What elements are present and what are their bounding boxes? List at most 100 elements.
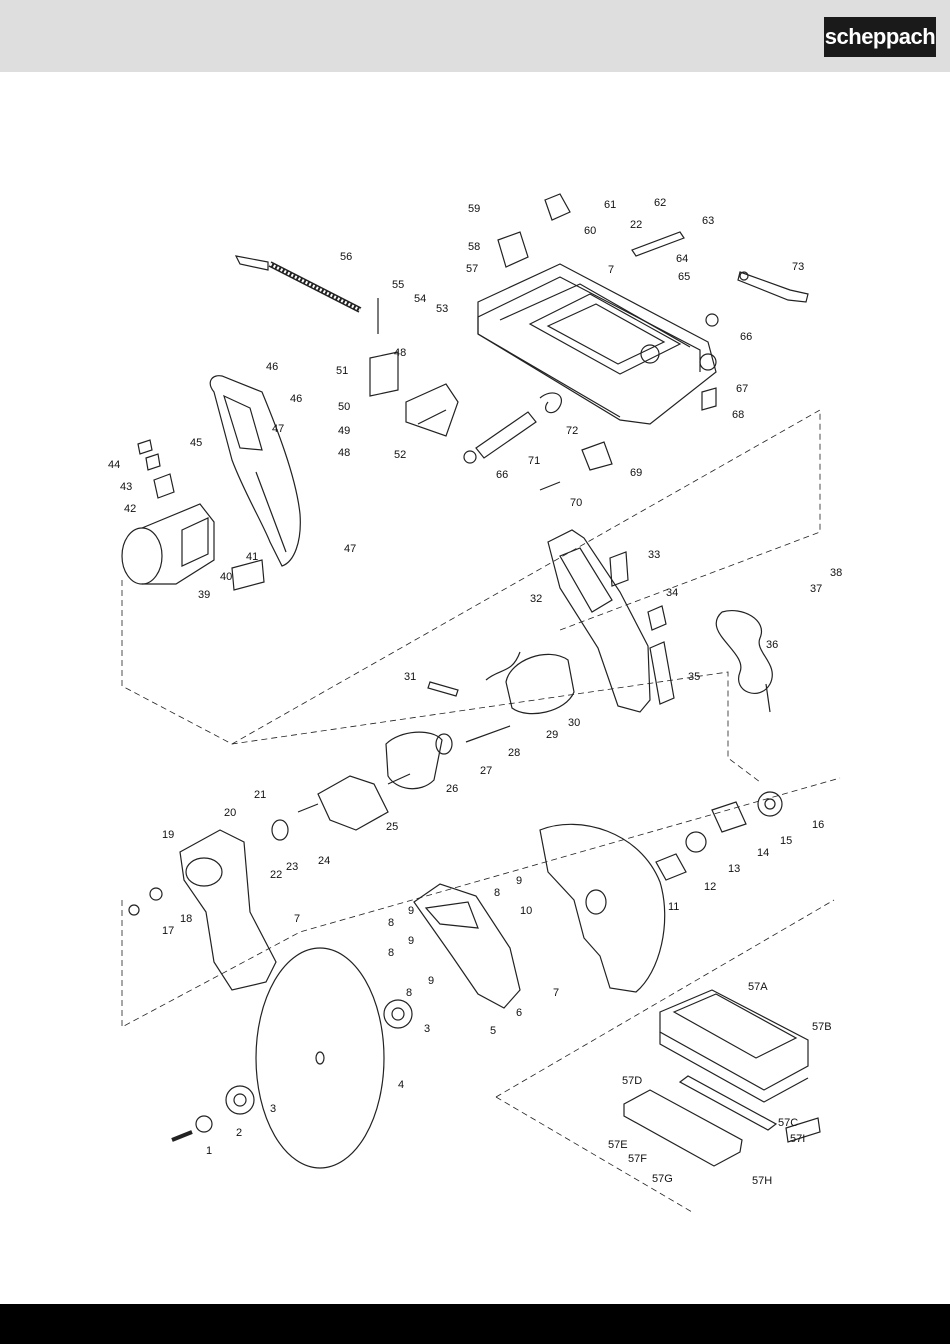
- part-label-56: 56: [340, 251, 352, 263]
- lock-parts: [540, 388, 716, 490]
- fence-bracket: [498, 194, 570, 267]
- part-label-12: 12: [704, 881, 716, 893]
- part-label-23: 23: [286, 861, 298, 873]
- part-label-62: 62: [654, 197, 666, 209]
- part-label-10: 10: [520, 905, 532, 917]
- part-label-40: 40: [220, 571, 232, 583]
- part-label-47a: 47: [272, 423, 284, 435]
- hex-key: [738, 272, 808, 302]
- part-label-17: 17: [162, 925, 174, 937]
- part-label-37: 37: [810, 583, 822, 595]
- disc-flanges: [172, 1000, 412, 1140]
- part-label-61: 61: [604, 199, 616, 211]
- brand-logo: scheppach: [824, 17, 936, 57]
- part-label-58: 58: [468, 241, 480, 253]
- part-label-42: 42: [124, 503, 136, 515]
- part-label-8d: 8: [388, 917, 394, 929]
- part-label-8a: 8: [494, 887, 500, 899]
- power-cord: [716, 611, 772, 712]
- part-label-57: 57: [466, 263, 478, 275]
- part-label-46b: 46: [290, 393, 302, 405]
- gear-housing: [129, 830, 276, 990]
- part-label-8c: 8: [406, 987, 412, 999]
- vise-jaw: [370, 352, 458, 436]
- part-label-21: 21: [254, 789, 266, 801]
- part-label-1: 1: [206, 1145, 212, 1157]
- shaft-and-spring: [464, 314, 718, 463]
- part-label-31: 31: [404, 671, 416, 683]
- part-label-29: 29: [546, 729, 558, 741]
- part-label-69: 69: [630, 467, 642, 479]
- part-label-57F: 57F: [628, 1153, 647, 1165]
- diagram-drawing: 1 2 3 3 4 5 6 7 7 7 8 8 8 8 9 9 9 9 10 1…: [0, 72, 950, 1304]
- part-label-9d: 9: [408, 905, 414, 917]
- dashed-boundary-top: [122, 410, 820, 782]
- part-label-14: 14: [757, 847, 769, 859]
- part-label-18: 18: [180, 913, 192, 925]
- part-label-47b: 47: [344, 543, 356, 555]
- motor-housing: [122, 504, 264, 590]
- part-label-36: 36: [766, 639, 778, 651]
- part-label-2: 2: [236, 1127, 242, 1139]
- part-label-41: 41: [246, 551, 258, 563]
- part-label-66a: 66: [740, 331, 752, 343]
- part-label-25: 25: [386, 821, 398, 833]
- vise-screw: [236, 256, 378, 334]
- part-label-32: 32: [530, 593, 542, 605]
- part-label-72: 72: [566, 425, 578, 437]
- part-label-9a: 9: [516, 875, 522, 887]
- part-label-50: 50: [338, 401, 350, 413]
- part-label-73: 73: [792, 261, 804, 273]
- part-label-6: 6: [516, 1007, 522, 1019]
- part-label-33: 33: [648, 549, 660, 561]
- part-label-60: 60: [584, 225, 596, 237]
- handle-cover: [210, 376, 300, 566]
- part-label-43: 43: [120, 481, 132, 493]
- part-label-24: 24: [318, 855, 330, 867]
- part-label-48a: 48: [394, 347, 406, 359]
- part-label-4: 4: [398, 1079, 404, 1091]
- part-label-57I: 57I: [790, 1133, 805, 1145]
- part-label-68: 68: [732, 409, 744, 421]
- part-label-5: 5: [490, 1025, 496, 1037]
- part-label-57E: 57E: [608, 1139, 628, 1151]
- brush-holder: [138, 440, 174, 498]
- part-label-51: 51: [336, 365, 348, 377]
- accessory-base: [660, 990, 808, 1102]
- part-label-7c: 7: [608, 264, 614, 276]
- dashed-boundary-bottom: [496, 900, 834, 1212]
- part-label-15: 15: [780, 835, 792, 847]
- part-label-28: 28: [508, 747, 520, 759]
- part-label-53: 53: [436, 303, 448, 315]
- saw-base: [478, 264, 716, 424]
- part-label-57C: 57C: [778, 1117, 798, 1129]
- part-label-35: 35: [688, 671, 700, 683]
- part-label-3b: 3: [424, 1023, 430, 1035]
- part-label-57B: 57B: [812, 1021, 832, 1033]
- part-label-27: 27: [480, 765, 492, 777]
- part-label-52: 52: [394, 449, 406, 461]
- part-label-57G: 57G: [652, 1173, 673, 1185]
- part-label-59: 59: [468, 203, 480, 215]
- part-label-71: 71: [528, 455, 540, 467]
- part-label-9b: 9: [408, 935, 414, 947]
- part-label-13: 13: [728, 863, 740, 875]
- lower-blade-guard: [414, 884, 520, 1008]
- part-label-55: 55: [392, 279, 404, 291]
- part-label-20: 20: [224, 807, 236, 819]
- part-label-22b: 22: [630, 219, 642, 231]
- part-label-9c: 9: [428, 975, 434, 987]
- part-label-45: 45: [190, 437, 202, 449]
- part-label-57H: 57H: [752, 1175, 772, 1187]
- part-label-57A: 57A: [748, 981, 768, 993]
- part-label-34: 34: [666, 587, 678, 599]
- upper-blade-guard: [540, 824, 665, 992]
- part-label-66b: 66: [496, 469, 508, 481]
- part-label-39: 39: [198, 589, 210, 601]
- part-label-63: 63: [702, 215, 714, 227]
- part-label-11: 11: [668, 901, 679, 913]
- part-label-3a: 3: [270, 1103, 276, 1115]
- part-label-46a: 46: [266, 361, 278, 373]
- part-label-57D: 57D: [622, 1075, 642, 1087]
- part-label-38: 38: [830, 567, 842, 579]
